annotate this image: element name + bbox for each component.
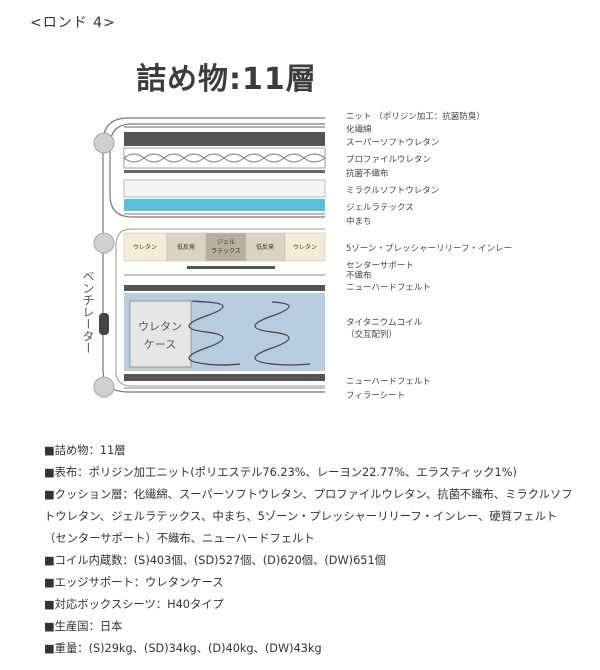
zone-cell-1 <box>123 232 168 262</box>
layer-antibacterial-nonwoven <box>124 170 325 173</box>
coil-spring-2 <box>254 301 311 366</box>
zone-cell-5 <box>284 232 326 262</box>
zone-label-5: ウレタン <box>293 243 317 251</box>
spec-list: ■詰め物：11層 ■表布：ポリジン加工ニット(ポリエステル76.23%、レーヨン… <box>44 440 574 660</box>
zone-cell-3 <box>205 232 247 262</box>
zone-label-1: ウレタン <box>133 243 157 251</box>
spec-weight: ■重量：(S)29kg、(SD)34kg、(D)40kg、(DW)43kg <box>44 642 322 655</box>
label-gel-latex: ジェルラテックス <box>346 203 414 213</box>
spec-cushion-layers: ■クッション層：化繊綿、スーパーソフトウレタン、プロファイルウレタン、抗菌不織布… <box>44 488 573 545</box>
edge-circle-bottom <box>93 376 115 398</box>
label-synthetic-cotton: 化繊綿 <box>346 124 372 135</box>
cover-outline-outer <box>102 117 325 393</box>
zone-cell-2 <box>166 232 207 262</box>
layer-super-soft-urethane <box>124 132 325 146</box>
model-header: <ロンド 4> <box>30 15 116 31</box>
spec-coil-count: ■コイル内蔵数：(S)403個、(SD)527個、(D)620個、(DW)651… <box>44 554 386 567</box>
label-new-hard-felt-top: ニューハードフェルト <box>346 283 431 293</box>
label-nonwoven: 不織布 <box>346 270 372 281</box>
urethane-case-label-2: ケース <box>144 338 176 351</box>
edge-circle-middle <box>93 232 115 254</box>
diagram-title: 詰め物:11層 <box>136 62 317 97</box>
cover-outline-inner <box>109 123 325 218</box>
coil-spring-1 <box>188 301 241 366</box>
edge-circle-top <box>93 132 115 154</box>
layer-new-hard-felt-top <box>124 285 325 291</box>
zone-label-3b: ラテックス <box>211 248 241 255</box>
urethane-case-label-1: ウレタン <box>138 320 182 333</box>
layer-miracle-soft-urethane <box>123 179 326 198</box>
label-filler-sheet: フィラーシート <box>346 391 405 401</box>
layer-new-hard-felt-bottom <box>124 374 325 381</box>
label-super-soft-urethane: スーパーソフトウレタン <box>346 138 439 148</box>
label-alternating: （交互配列） <box>346 329 397 340</box>
label-knit: ニット （ポリジン加工：抗菌防臭） <box>346 111 485 122</box>
label-antibacterial-nonwoven: 抗菌不織布 <box>346 168 389 179</box>
urethane-case <box>129 300 192 368</box>
spec-box-sheet: ■対応ボックスシーツ：H40タイプ <box>44 598 224 611</box>
spec-surface-fabric: ■表布：ポリジン加工ニット(ポリエステル76.23%、レーヨン22.77%、エラ… <box>44 466 517 479</box>
layer-gel-latex <box>124 199 325 211</box>
cover-outline-lower <box>115 228 325 387</box>
label-miracle-soft-urethane: ミラクルソフトウレタン <box>346 186 439 196</box>
label-nakamachi: 中まち <box>346 216 372 227</box>
layer-center-support <box>187 266 275 269</box>
zone-label-3a: ジェル <box>217 239 235 246</box>
label-new-hard-felt-bottom: ニューハードフェルト <box>346 377 431 387</box>
label-titanium-coil: タイタニウムコイル <box>346 318 423 328</box>
spec-edge-support: ■エッジサポート：ウレタンケース <box>44 576 224 589</box>
zone-label-2: 低反発 <box>177 243 195 251</box>
label-center-support: センターサポート <box>346 261 414 271</box>
ventilator-label: ベンチレーター <box>81 270 95 354</box>
spec-layers: ■詰め物：11層 <box>44 444 126 457</box>
label-5zone-inlay: 5ゾーン・プレッシャーリリーフ・インレー <box>346 244 512 254</box>
label-profile-urethane: プロファイルウレタン <box>346 155 431 165</box>
spec-origin: ■生産国：日本 <box>44 620 123 633</box>
zone-label-4: 低反発 <box>256 243 274 251</box>
mattress-cross-section: ウレタン 低反発 ジェル ラテックス 低反発 ウレタン ウレタン ケース ベンチ… <box>81 111 512 401</box>
zone-cell-4 <box>245 232 286 262</box>
ventilator-icon <box>99 313 109 335</box>
